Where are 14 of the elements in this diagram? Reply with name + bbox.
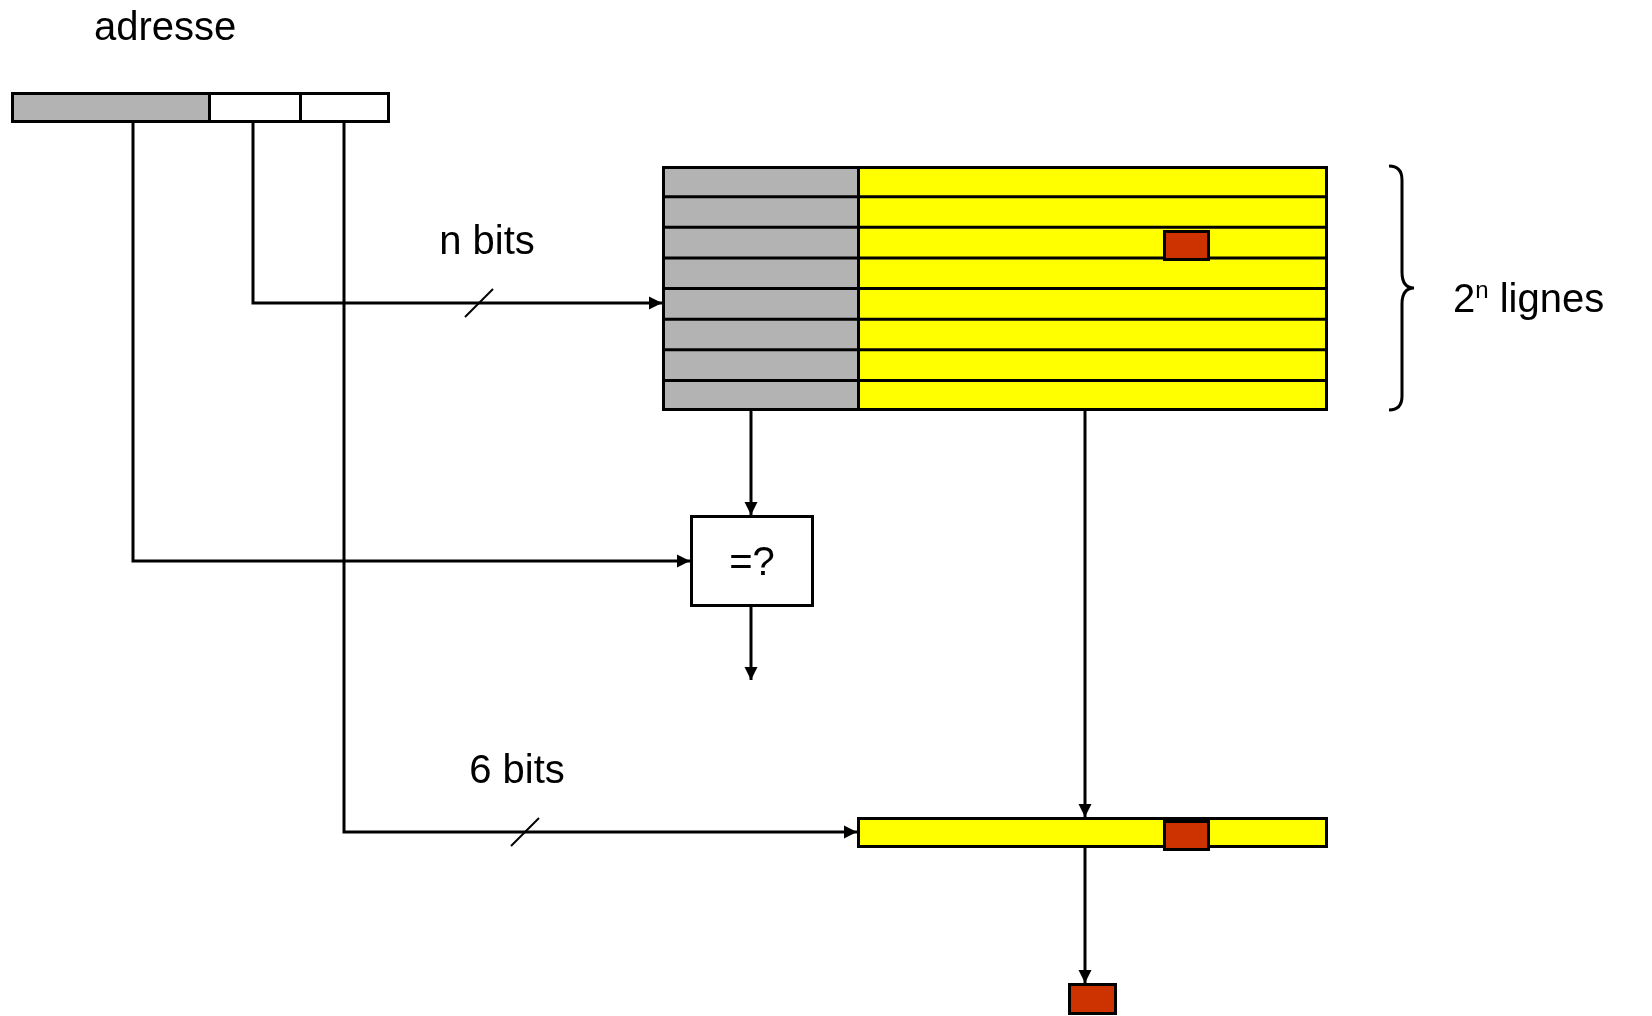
- comparator-label: =?: [729, 541, 775, 581]
- output-word: [1068, 983, 1117, 1015]
- cache-line-register: [857, 817, 1328, 848]
- index-field: [208, 92, 302, 123]
- tag-field: [11, 92, 211, 123]
- word-cell: [1163, 820, 1210, 851]
- row-count-label: 2$^{n}$ lignes: [1453, 277, 1605, 319]
- selected-word: [1163, 230, 1210, 261]
- cache-array: [662, 166, 1328, 411]
- register-heading: adresse: [94, 6, 237, 46]
- offset-field: [299, 92, 390, 123]
- data-column: [857, 166, 1328, 411]
- tag-column: [662, 166, 860, 411]
- comparator-box: [690, 515, 814, 607]
